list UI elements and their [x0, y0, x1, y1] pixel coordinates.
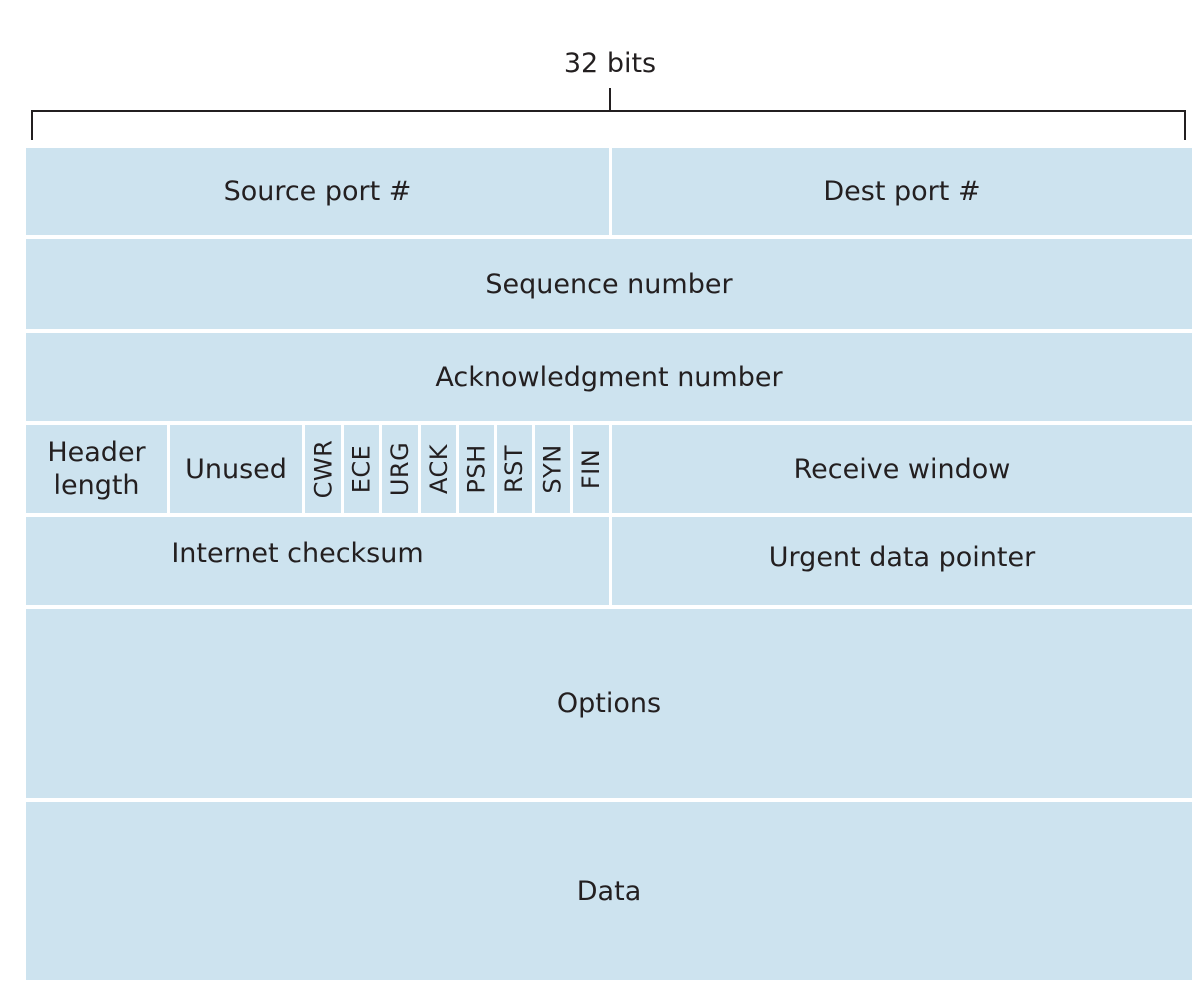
acknowledgment-number-field: Acknowledgment number: [26, 333, 1192, 421]
width-bracket-left-tick: [31, 110, 33, 140]
source-port-label: Source port #: [223, 176, 412, 207]
flag-ece: ECE: [344, 425, 379, 513]
flag-label: RST: [500, 444, 529, 494]
dest-port-label: Dest port #: [823, 176, 981, 207]
width-bracket: [31, 110, 1186, 112]
flag-ack: ACK: [421, 425, 456, 513]
flag-psh: PSH: [459, 425, 494, 513]
data-field: Data: [26, 802, 1192, 980]
flag-fin: FIN: [573, 425, 609, 513]
flag-label: PSH: [462, 444, 491, 494]
acknowledgment-number-label: Acknowledgment number: [435, 361, 783, 393]
width-bracket-center-tick: [609, 88, 611, 111]
flag-cwr: CWR: [305, 425, 341, 513]
data-label: Data: [576, 875, 642, 907]
options-label: Options: [556, 688, 662, 719]
header-length-field: Header length: [26, 425, 167, 513]
flag-label: FIN: [577, 448, 605, 490]
receive-window-label: Receive window: [793, 453, 1011, 485]
internet-checksum-field: Internet checksum: [26, 517, 609, 605]
flag-label: SYN: [538, 444, 567, 494]
flag-syn: SYN: [535, 425, 570, 513]
sequence-number-label: Sequence number: [485, 268, 733, 300]
width-label: 32 bits: [563, 48, 657, 79]
unused-field: Unused: [170, 425, 302, 513]
urgent-data-pointer-label: Urgent data pointer: [768, 541, 1036, 573]
dest-port-field: Dest port #: [612, 148, 1192, 235]
flag-label: ECE: [347, 444, 376, 494]
width-bracket-right-tick: [1184, 110, 1186, 140]
urgent-data-pointer-field: Urgent data pointer: [612, 517, 1192, 605]
receive-window-field: Receive window: [612, 425, 1192, 513]
flag-label: ACK: [424, 444, 453, 494]
flag-label: URG: [386, 441, 414, 497]
options-field: Options: [26, 609, 1192, 798]
flag-urg: URG: [382, 425, 418, 513]
source-port-field: Source port #: [26, 148, 609, 235]
sequence-number-field: Sequence number: [26, 239, 1192, 329]
header-length-label: Header length: [47, 437, 146, 501]
flag-rst: RST: [497, 425, 532, 513]
flag-label: CWR: [309, 439, 338, 499]
unused-label: Unused: [185, 453, 287, 485]
internet-checksum-label: Internet checksum: [171, 537, 424, 569]
